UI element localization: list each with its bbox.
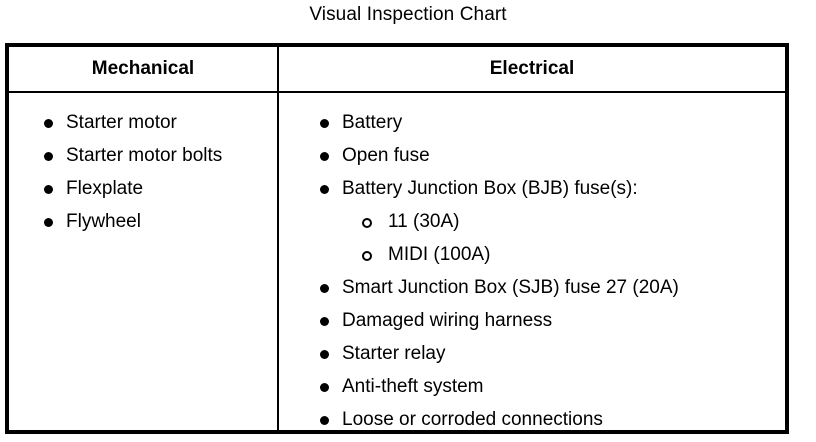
list-item-label: Damaged wiring harness <box>342 310 553 331</box>
list-item-label: Loose or corroded connections <box>342 409 603 430</box>
page-title: Visual Inspection Chart <box>309 4 507 25</box>
list-item-label: Starter relay <box>342 343 446 364</box>
column-divider-rule <box>277 47 279 430</box>
list-item: Flywheel <box>39 205 277 238</box>
list-item: Battery <box>315 106 785 139</box>
list-item: Battery Junction Box (BJB) fuse(s): <box>315 172 785 205</box>
list-item-label: Anti-theft system <box>342 376 484 397</box>
list-item-label: MIDI (100A) <box>388 244 491 265</box>
list-item: MIDI (100A) <box>315 238 785 271</box>
list-item: Anti-theft system <box>315 370 785 403</box>
list-item-label: Battery <box>342 112 403 133</box>
list-item: Starter motor bolts <box>39 139 277 172</box>
list-item: Open fuse <box>315 139 785 172</box>
column-header-electrical: Electrical <box>279 47 785 91</box>
column-header-mechanical-label: Mechanical <box>91 58 195 79</box>
list-item-label: Flexplate <box>66 178 144 199</box>
list-item-label: Starter motor bolts <box>66 145 223 166</box>
column-header-electrical-label: Electrical <box>489 58 575 79</box>
list-item: 11 (30A) <box>315 205 785 238</box>
list-item: Smart Junction Box (SJB) fuse 27 (20A) <box>315 271 785 304</box>
list-item-label: Smart Junction Box (SJB) fuse 27 (20A) <box>342 277 679 298</box>
list-item: Loose or corroded connections <box>315 403 785 436</box>
list-item: Damaged wiring harness <box>315 304 785 337</box>
list-item-label: Flywheel <box>66 211 141 232</box>
header-separator-rule <box>9 91 785 93</box>
list-item-label: Starter motor <box>66 112 177 133</box>
list-item-label: 11 (30A) <box>388 211 460 232</box>
list-item-label: Battery Junction Box (BJB) fuse(s): <box>342 178 638 199</box>
column-header-mechanical: Mechanical <box>9 47 277 91</box>
list-item: Flexplate <box>39 172 277 205</box>
list-item: Starter motor <box>39 106 277 139</box>
list-item: Starter relay <box>315 337 785 370</box>
list-item-label: Open fuse <box>342 145 430 166</box>
